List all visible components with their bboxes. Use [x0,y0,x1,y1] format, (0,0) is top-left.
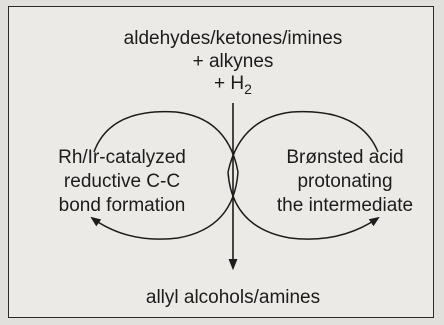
product-label: allyl alcohols/amines [145,287,321,308]
left-cycle-arc-top [93,110,239,173]
left-cycle-line-3: bond formation [58,195,186,216]
reactants-line-1: aldehydes/ketones/imines [123,28,343,49]
left-cycle-arc-bottom [90,171,239,240]
reactants-line-2: + alkynes [192,51,274,72]
right-cycle-line-2: protonating [297,171,393,192]
left-cycle-line-2: reductive C-C [63,171,181,192]
hydrogen-subscript: 2 [244,80,252,97]
hydrogen-label: + H [214,73,245,94]
reactants-line-3: + H2 [60,72,406,101]
right-cycle-arc-bottom [227,171,380,240]
right-cycle-arc-top [227,110,379,173]
left-cycle-line-1: Rh/Ir-catalyzed [58,147,186,168]
scheme-frame [8,6,434,318]
right-cycle-line-1: Brønsted acid [286,147,404,168]
right-cycle-line-3: the intermediate [276,195,414,216]
